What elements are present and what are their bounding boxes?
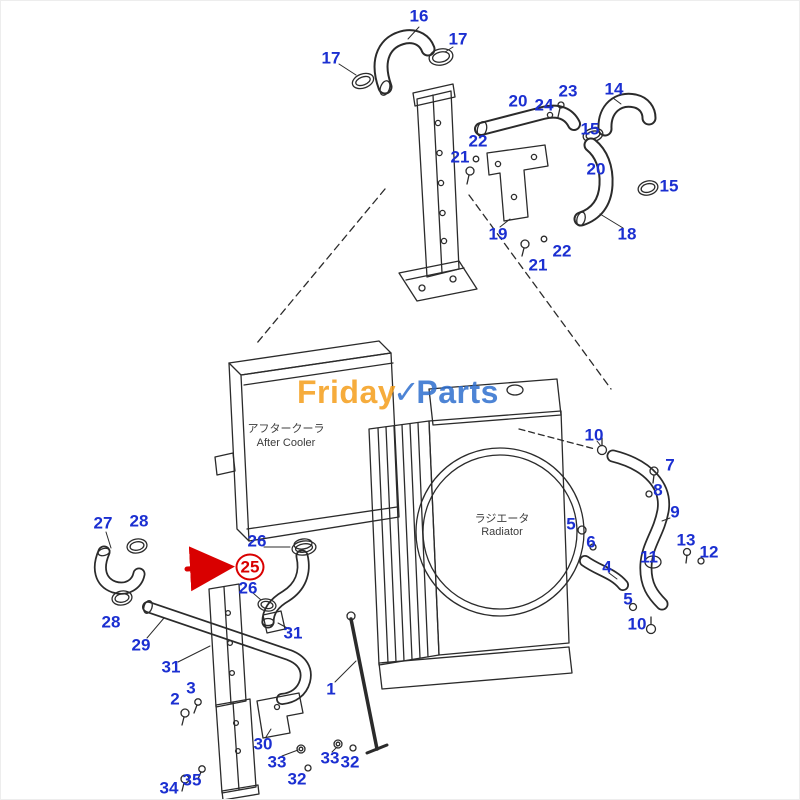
hose-4 <box>579 555 629 591</box>
clip-10-upper <box>596 437 608 456</box>
bolt-23 <box>557 101 565 118</box>
fitting-7 <box>649 466 659 484</box>
bolt-5-left <box>577 525 587 535</box>
watermark-text-parts: Parts <box>416 374 499 410</box>
rod-1 <box>346 611 389 755</box>
clamp-28-upper <box>126 538 148 554</box>
washer-24 <box>546 111 554 119</box>
clamp-26-lower <box>257 598 277 612</box>
fridayparts-watermark: Friday✓Parts <box>297 373 499 411</box>
bolt-13 <box>682 547 692 564</box>
washer-32-left <box>304 764 312 772</box>
sleeve-31 <box>262 610 286 634</box>
clamp-28-lower <box>111 590 133 606</box>
elbow-14 <box>597 92 657 137</box>
hose-27 <box>93 545 146 595</box>
bolt-5-right <box>628 602 638 612</box>
bolt-21-lower <box>520 239 530 257</box>
pipe-20-upper <box>474 104 581 138</box>
radiator-label-jp: ラジエータ <box>475 512 530 525</box>
construction-lines <box>256 188 612 450</box>
washer-33-left <box>296 744 306 754</box>
bracket-31-upper <box>208 583 247 708</box>
radiator <box>368 378 585 690</box>
hose-9 <box>606 449 671 611</box>
watermark-check-icon: ✓ <box>393 374 421 410</box>
clamp-17-right <box>428 48 454 66</box>
bolt-3 <box>193 698 202 714</box>
highlight-arrow <box>184 546 235 592</box>
washer-22-upper <box>472 155 480 163</box>
leader-lines <box>105 26 671 757</box>
washer-6 <box>589 543 597 551</box>
washer-22-lower <box>540 235 548 243</box>
component-labels: アフタークーラ After Cooler ラジエータ Radiator <box>248 422 537 539</box>
bolt-2 <box>180 708 190 726</box>
after-cooler-label-jp: アフタークーラ <box>248 422 325 435</box>
washer-33-right <box>333 739 343 749</box>
stand-bracket <box>398 83 478 302</box>
bolt-35 <box>197 765 206 780</box>
bolt-21-upper <box>465 166 475 185</box>
after-cooler-label-en: After Cooler <box>257 437 316 449</box>
pipe-29 <box>142 600 312 705</box>
bracket-19 <box>486 144 549 222</box>
washer-32-right <box>349 744 357 752</box>
fitting-8 <box>645 490 653 498</box>
bolt-34 <box>180 774 190 792</box>
pipe-16 <box>373 29 436 96</box>
watermark-text-friday: Friday <box>297 374 397 410</box>
clamp-15-right <box>637 180 659 196</box>
hose-25 <box>261 549 310 629</box>
bracket-31-lower <box>215 698 260 799</box>
bracket-30 <box>256 692 304 739</box>
clamp-26-upper <box>291 540 317 556</box>
clamp-11 <box>644 555 662 569</box>
clamp-17-left <box>351 72 375 90</box>
clip-10-lower <box>645 616 657 635</box>
pipe-18 <box>573 137 614 227</box>
washer-12 <box>697 557 705 565</box>
radiator-label-en: Radiator <box>481 526 523 538</box>
